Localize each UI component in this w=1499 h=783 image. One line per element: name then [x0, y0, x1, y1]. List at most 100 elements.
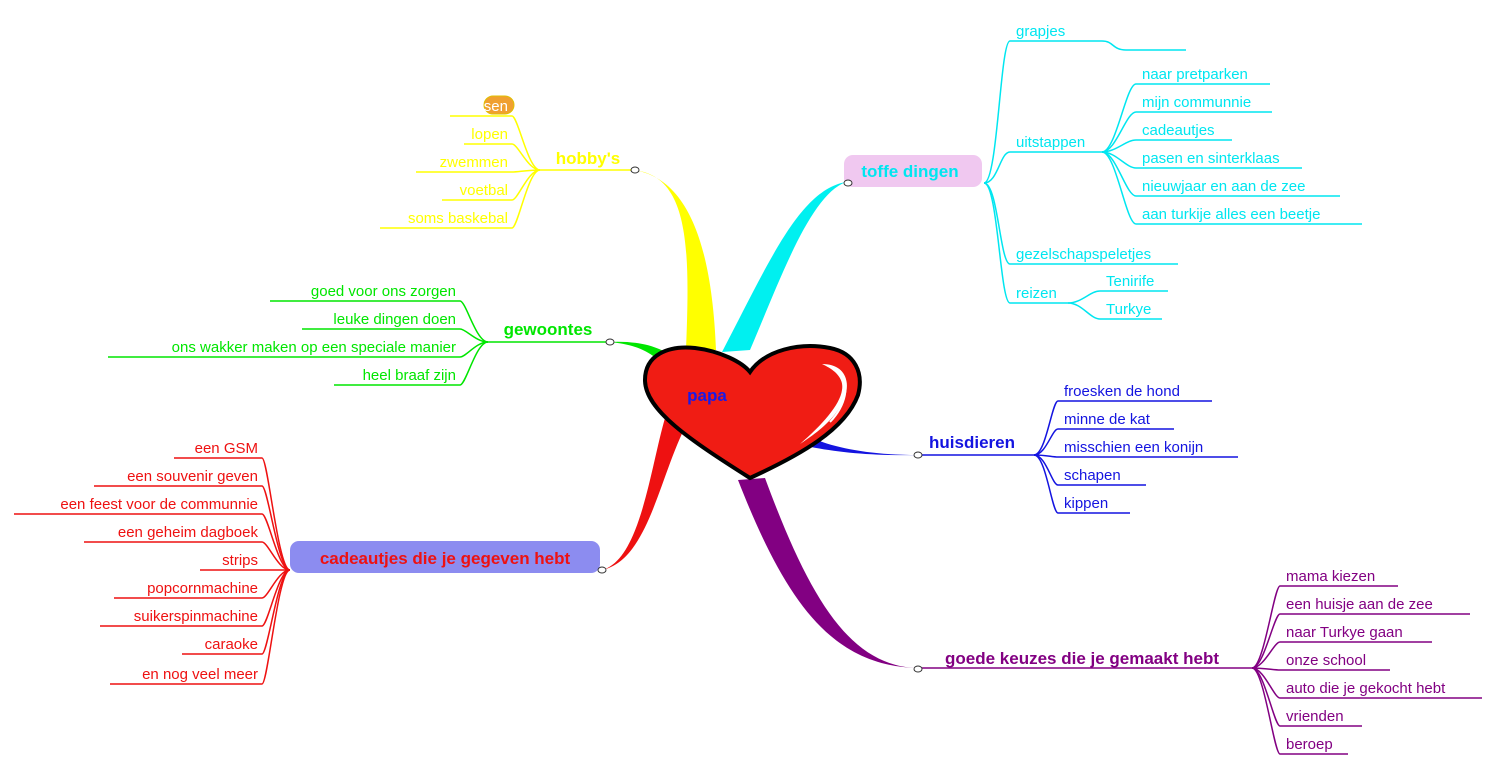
cadeautjes-collapse-knob[interactable] [597, 566, 607, 574]
highlight-pill [483, 95, 515, 115]
leaf-label-auto-die-je-gekocht-hebt[interactable]: auto die je gekocht hebt [1286, 680, 1446, 697]
leaf-label-ons-wakker-maken-op-een-speciale-manier[interactable]: ons wakker maken op een speciale manier [172, 339, 456, 356]
leaf-label-goed-voor-ons-zorgen[interactable]: goed voor ons zorgen [311, 283, 456, 300]
leaf-connector [1251, 585, 1281, 669]
leaf-label-froesken-de-hond[interactable]: froesken de hond [1064, 383, 1180, 400]
leaf-connector [1033, 454, 1059, 486]
leaf-label-zwemmen[interactable]: zwemmen [440, 154, 508, 171]
keuzes-collapse-knob[interactable] [913, 665, 923, 673]
branch-gewoontes: gewoontes goed voor ons zorgen leuke dinge… [108, 283, 615, 386]
leaf-connector [1101, 151, 1137, 225]
leaf-label-mama-kiezen[interactable]: mama kiezen [1286, 568, 1375, 585]
leaf-connector [261, 485, 291, 571]
leaf-label-naar-turkye-gaan[interactable]: naar Turkye gaan [1286, 624, 1403, 641]
heart-shape [642, 344, 862, 481]
connector-toffe [722, 182, 846, 352]
branch-label-hobbys[interactable]: hobby's [556, 149, 621, 168]
sub-branch-label-uitstappen[interactable]: uitstappen [1016, 134, 1085, 151]
leaf-label-kippen[interactable]: kippen [1064, 495, 1108, 512]
leaf-label-tenirife[interactable]: Tenirife [1106, 273, 1154, 290]
branch-huisdieren: huisdieren froesken de hond minne de kat mi… [913, 383, 1238, 514]
sub-branch-connector [983, 182, 1011, 304]
branch-toffe-dingen: toffe dingen grapjes uitstappen naar pretpa… [843, 23, 1362, 320]
leaf-label-fietsen[interactable]: fietsen [464, 98, 508, 115]
leaf-label-minne-de-kat[interactable]: minne de kat [1064, 411, 1151, 428]
leaf-label-cadeautjes[interactable]: cadeautjes [1142, 122, 1215, 139]
branch-label-huisdieren[interactable]: huisdieren [929, 433, 1015, 452]
leaf-connector [1033, 454, 1059, 514]
sub-branch-connector [983, 151, 1011, 184]
leaf-label-onze-school[interactable]: onze school [1286, 652, 1366, 669]
leaf-connector [511, 169, 541, 229]
leaf-connector [511, 169, 541, 201]
leaf-label-soms-baskebal[interactable]: soms baskebal [408, 210, 508, 227]
sub-branch-label-gezelschapspeletjes[interactable]: gezelschapspeletjes [1016, 246, 1151, 263]
leaf-connector [1033, 400, 1059, 456]
branch-label-toffe-dingen[interactable]: toffe dingen [861, 162, 958, 181]
branch-label-keuzes[interactable]: goede keuzes die je gemaakt hebt [945, 649, 1219, 668]
leaf-connector [1251, 667, 1281, 755]
leaf-label-misschien-een-konijn[interactable]: misschien een konijn [1064, 439, 1203, 456]
leaf-connector [1251, 613, 1281, 669]
leaf-label-aan-turkije-alles-een-beetje[interactable]: aan turkije alles een beetje [1142, 206, 1320, 223]
branch-cadeautjes: cadeautjes die je gegeven hebt een GSM een… [14, 440, 607, 685]
sub-branch-label-grapjes[interactable]: grapjes [1016, 23, 1065, 40]
leaf-connector [1067, 302, 1101, 320]
leaf-label-nieuwjaar-en-aan-de-zee[interactable]: nieuwjaar en aan de zee [1142, 178, 1305, 195]
main-connectors [602, 170, 918, 668]
branch-background-toffe-dingen [844, 155, 982, 187]
leaf-connector [1033, 428, 1059, 456]
leaf-connector [459, 341, 489, 386]
branch-label-gewoontes[interactable]: gewoontes [504, 320, 593, 339]
toffe-dingen-collapse-knob[interactable] [843, 179, 853, 187]
sub-branch-label-reizen[interactable]: reizen [1016, 285, 1057, 302]
leaf-connector [511, 115, 541, 171]
leaf-label-popcornmachine[interactable]: popcornmachine [147, 580, 258, 597]
leaf-connector [261, 541, 291, 571]
leaf-connector [261, 457, 291, 571]
gewoontes-collapse-knob[interactable] [605, 338, 615, 346]
branch-hobbys: hobby's fietsen lopen zwemmen voetbal soms ba… [380, 95, 640, 229]
leaf-label-mijn-communnie[interactable]: mijn communnie [1142, 94, 1251, 111]
leaf-label-beroep[interactable]: beroep [1286, 736, 1333, 753]
leaf-label-turkye[interactable]: Turkye [1106, 301, 1151, 318]
leaf-label-schapen[interactable]: schapen [1064, 467, 1121, 484]
leaf-label-pasen-en-sinterklaas[interactable]: pasen en sinterklaas [1142, 150, 1280, 167]
huisdieren-collapse-knob[interactable] [913, 451, 923, 459]
leaf-label-een-souvenir-geven[interactable]: een souvenir geven [127, 468, 258, 485]
leaf-label-een-gsm[interactable]: een GSM [195, 440, 258, 457]
leaf-label-heel-braaf-zijn[interactable]: heel braaf zijn [363, 367, 456, 384]
leaf-label-lopen[interactable]: lopen [471, 126, 508, 143]
empty-leaf-line [1101, 40, 1186, 51]
leaf-connector [1101, 111, 1137, 153]
leaf-connector [1251, 667, 1281, 727]
leaf-label-naar-pretparken[interactable]: naar pretparken [1142, 66, 1248, 83]
leaf-label-suikerspinmachine[interactable]: suikerspinmachine [134, 608, 258, 625]
leaf-label-leuke-dingen-doen[interactable]: leuke dingen doen [333, 311, 456, 328]
leaf-label-en-nog-veel-meer[interactable]: en nog veel meer [142, 666, 258, 683]
connector-gewoontes [608, 341, 675, 372]
hobbys-collapse-knob[interactable] [630, 166, 640, 174]
leaf-connector [511, 143, 541, 171]
leaf-label-caraoke[interactable]: caraoke [205, 636, 258, 653]
leaf-label-een-feest-voor-de-communnie[interactable]: een feest voor de communnie [60, 496, 258, 513]
connector-keuzes [738, 478, 916, 668]
leaf-label-een-huisje-aan-de-zee[interactable]: een huisje aan de zee [1286, 596, 1433, 613]
leaf-connector [261, 569, 291, 685]
connector-cadeautjes [602, 418, 690, 570]
branch-label-cadeautjes[interactable]: cadeautjes die je gegeven hebt [320, 549, 571, 568]
leaf-label-een-geheim-dagboek[interactable]: een geheim dagboek [118, 524, 259, 541]
leaf-connector [1251, 641, 1281, 669]
branch-keuzes: goede keuzes die je gemaakt hebt mama kie… [913, 568, 1482, 755]
leaf-label-vrienden[interactable]: vrienden [1286, 708, 1344, 725]
sub-branch-connector [983, 182, 1011, 265]
connector-hobbys [633, 170, 716, 350]
leaf-label-voetbal[interactable]: voetbal [460, 182, 508, 199]
leaf-connector [1067, 290, 1101, 304]
center-label[interactable]: papa [687, 386, 727, 405]
leaf-connector [261, 513, 291, 571]
branch-background-cadeautjes [290, 541, 600, 573]
sub-branch-connector [983, 40, 1011, 184]
leaf-label-strips[interactable]: strips [222, 552, 258, 569]
